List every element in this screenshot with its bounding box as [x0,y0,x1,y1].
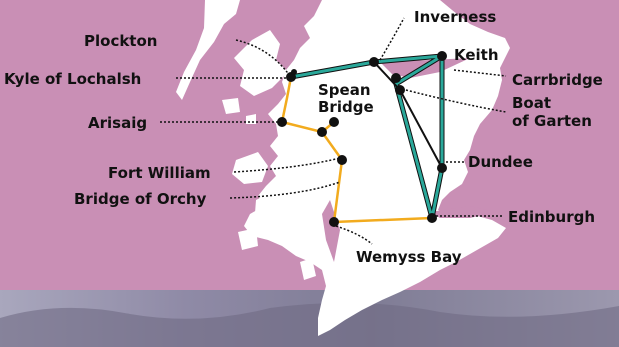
label-dundee: Dundee [468,153,533,171]
eigg-island [246,114,256,124]
label-plockton: Plockton [84,32,157,50]
label-boat-of-garten-line1: Boat [512,94,551,112]
label-spean-bridge-line1: Spean [318,81,371,99]
firth-of-clyde [322,200,340,262]
label-boat-of-garten-line2: of Garten [512,112,592,130]
islay-island [238,228,258,250]
photo-hills [0,302,619,347]
label-spean-bridge-line2: Bridge [318,98,374,116]
rum-island [222,98,240,114]
arran-island [300,258,316,280]
outer-hebrides [176,0,240,100]
label-carrbridge: Carrbridge [512,71,603,89]
skye-island [234,30,288,96]
label-wemyss-bay: Wemyss Bay [356,248,462,266]
label-kyle-of-lochalsh: Kyle of Lochalsh [4,70,141,88]
label-bridge-of-orchy: Bridge of Orchy [74,190,207,208]
label-fort-william: Fort William [108,164,211,182]
station-boat-of-garten[interactable] [395,85,405,95]
station-edinburgh[interactable] [427,213,437,223]
label-keith: Keith [454,46,499,64]
firth-of-forth [430,206,496,218]
leader-lines [160,17,507,245]
label-edinburgh: Edinburgh [508,208,595,226]
station-arisaig[interactable] [277,117,287,127]
station-carrbridge[interactable] [391,73,401,83]
stations [277,51,447,227]
place-labels: Plockton Kyle of Lochalsh Arisaig Fort W… [4,8,603,266]
station-inverness[interactable] [369,57,379,67]
mull-island [232,152,268,184]
station-dundee[interactable] [437,163,447,173]
station-keith[interactable] [437,51,447,61]
station-fort-william[interactable] [317,127,327,137]
label-arisaig: Arisaig [88,114,147,132]
label-inverness: Inverness [414,8,496,26]
station-wemyss-bay[interactable] [329,217,339,227]
station-spean-bridge[interactable] [329,117,339,127]
jura-island [254,194,272,236]
station-bridge-of-orchy[interactable] [337,155,347,165]
station-plockton[interactable] [291,69,297,75]
